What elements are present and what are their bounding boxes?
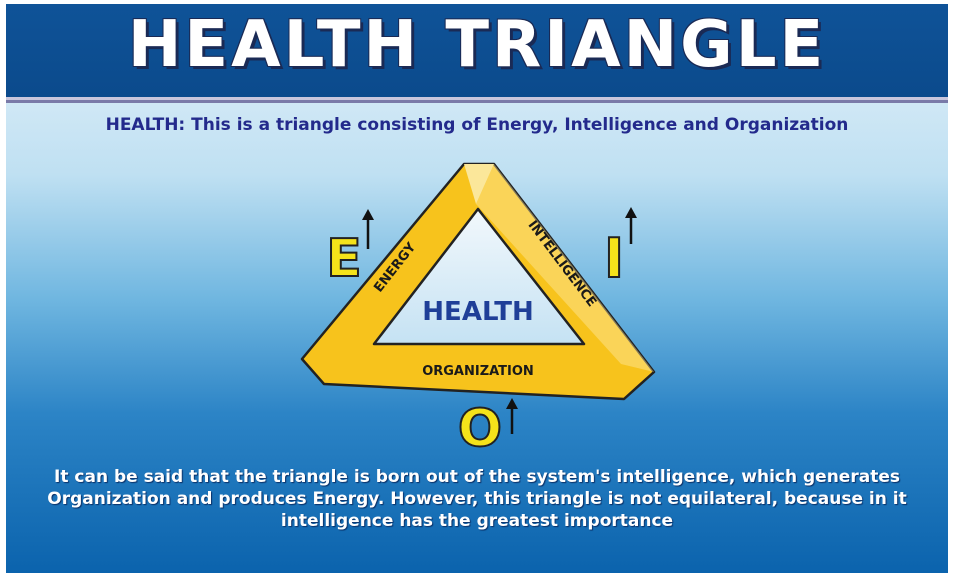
up-arrow-icon xyxy=(625,207,637,244)
up-arrow-icon xyxy=(362,209,374,249)
health-triangle-diagram: HEALTH ENERGY INTELLIGENCE ORGANIZATION … xyxy=(300,162,656,460)
organization-letter: O xyxy=(458,399,502,459)
energy-letter: E xyxy=(326,229,362,289)
subtitle: HEALTH: This is a triangle consisting of… xyxy=(105,115,849,135)
intelligence-letter: I xyxy=(604,227,624,290)
title-banner: HEALTH TRIANGLE xyxy=(6,4,948,100)
poster: HEALTH TRIANGLE HEALTH: This is a triang… xyxy=(6,4,948,573)
center-label: HEALTH xyxy=(422,297,533,327)
up-arrow-icon xyxy=(506,398,518,434)
triangle-frame xyxy=(300,162,656,401)
page-title: HEALTH TRIANGLE xyxy=(127,8,827,82)
side-label-organization: ORGANIZATION xyxy=(422,364,534,379)
description-text: It can be said that the triangle is born… xyxy=(47,467,907,531)
